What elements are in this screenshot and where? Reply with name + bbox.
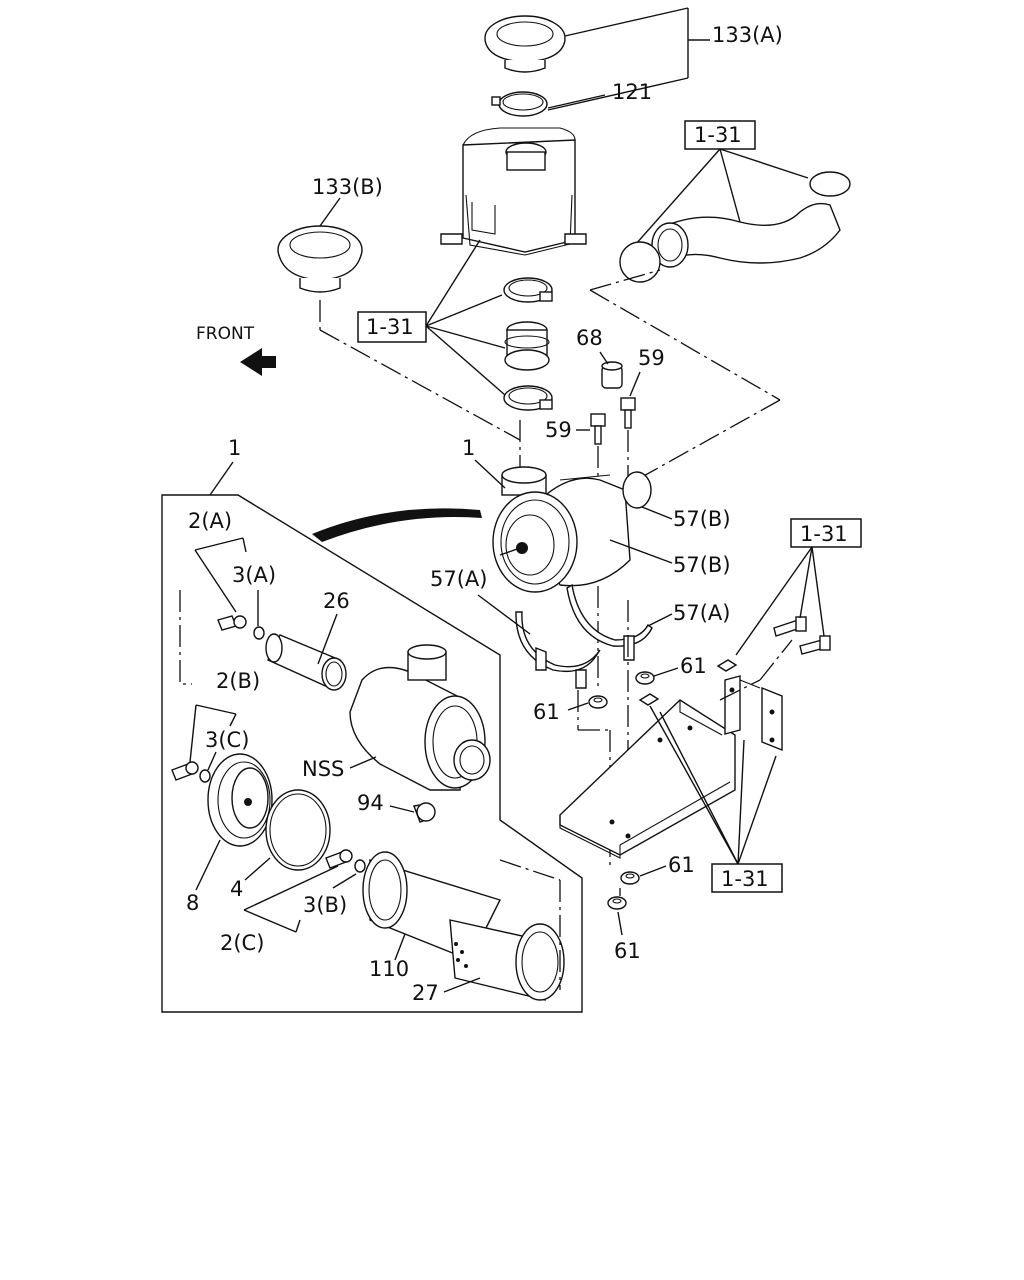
housing-nss [349, 644, 491, 791]
callout-4: 4 [230, 877, 243, 901]
precleaner-cap-133a [484, 15, 566, 73]
nut-61-left [588, 695, 608, 709]
grommet-68 [601, 361, 623, 389]
mounting-bracket [559, 659, 783, 859]
callout-61-2: 61 [533, 700, 560, 724]
rubber-hose-coupler [504, 321, 550, 371]
callout-26: 26 [323, 589, 350, 613]
gasket-4 [265, 789, 331, 871]
callout-3a: 3(A) [232, 563, 276, 587]
callout-59-right: 59 [638, 346, 665, 370]
wing-nut-2b [171, 761, 199, 781]
callout-68: 68 [576, 326, 603, 350]
callout-94: 94 [357, 791, 384, 815]
intake-hose [619, 171, 851, 283]
callout-110: 110 [369, 957, 409, 981]
wing-nut-2c [325, 849, 353, 869]
front-label: FRONT [196, 324, 255, 344]
ref-box-1-31-right [790, 518, 862, 548]
callout-61-4: 61 [614, 939, 641, 963]
ref-box-1-31-mid [357, 311, 427, 343]
safety-element-26 [265, 633, 347, 691]
nut-61-upper [635, 671, 655, 685]
callout-2a: 2(A) [188, 509, 232, 533]
clamp-upper [503, 277, 553, 303]
callout-121: 121 [612, 80, 652, 104]
nut-61-bottom-b [607, 896, 627, 910]
callout-57a-1: 57(A) [430, 567, 487, 591]
clamp-lower [503, 385, 553, 411]
callout-2b: 2(B) [216, 669, 260, 693]
callout-1-31-top: 1-31 [694, 123, 742, 147]
vacuator-valve-94 [413, 802, 436, 823]
bolt-59-right [620, 397, 636, 429]
nut-61-bottom-a [620, 871, 640, 885]
callout-59-left: 59 [545, 418, 572, 442]
clamp-121 [491, 91, 548, 117]
callout-1-31-right: 1-31 [800, 522, 848, 546]
ref-box-1-31-bottom [711, 863, 783, 893]
exploded-arrow [312, 508, 482, 542]
callout-57a-2: 57(A) [673, 601, 730, 625]
front-arrow-icon [240, 348, 276, 376]
callout-2c: 2(C) [220, 931, 264, 955]
callout-8: 8 [186, 891, 199, 915]
callout-133b: 133(B) [312, 175, 383, 199]
precleaner-housing [440, 127, 587, 256]
callout-1-31-bottom: 1-31 [721, 867, 769, 891]
bolt-59-left [590, 413, 606, 445]
callout-133a: 133(A) [712, 23, 783, 47]
callout-57b-2: 57(B) [673, 553, 731, 577]
bolt-1-31-b [799, 635, 831, 655]
washer-3c [199, 769, 211, 783]
cover-8 [207, 753, 273, 847]
washer-3a [253, 626, 265, 640]
filter-element-27 [449, 919, 565, 1001]
inset-frame [161, 494, 583, 1013]
callout-27: 27 [412, 981, 439, 1005]
washer-3b [354, 859, 366, 873]
callout-3b: 3(B) [303, 893, 347, 917]
callout-61-3: 61 [668, 853, 695, 877]
bolt-1-31-a [773, 616, 807, 637]
air-cleaner-assembly [492, 466, 652, 593]
callout-1-inset: 1 [228, 436, 241, 460]
precleaner-cap-133b [277, 225, 363, 293]
callout-57b-1: 57(B) [673, 507, 731, 531]
callout-3c: 3(C) [205, 728, 249, 752]
callout-61-1: 61 [680, 654, 707, 678]
mounting-strap-57a-right [566, 583, 653, 661]
callout-1-main: 1 [462, 436, 475, 460]
callout-nss: NSS [302, 757, 344, 781]
wing-nut-2a [217, 615, 247, 631]
callout-1-31-mid: 1-31 [366, 315, 414, 339]
mounting-strap-57a-left [515, 611, 601, 689]
